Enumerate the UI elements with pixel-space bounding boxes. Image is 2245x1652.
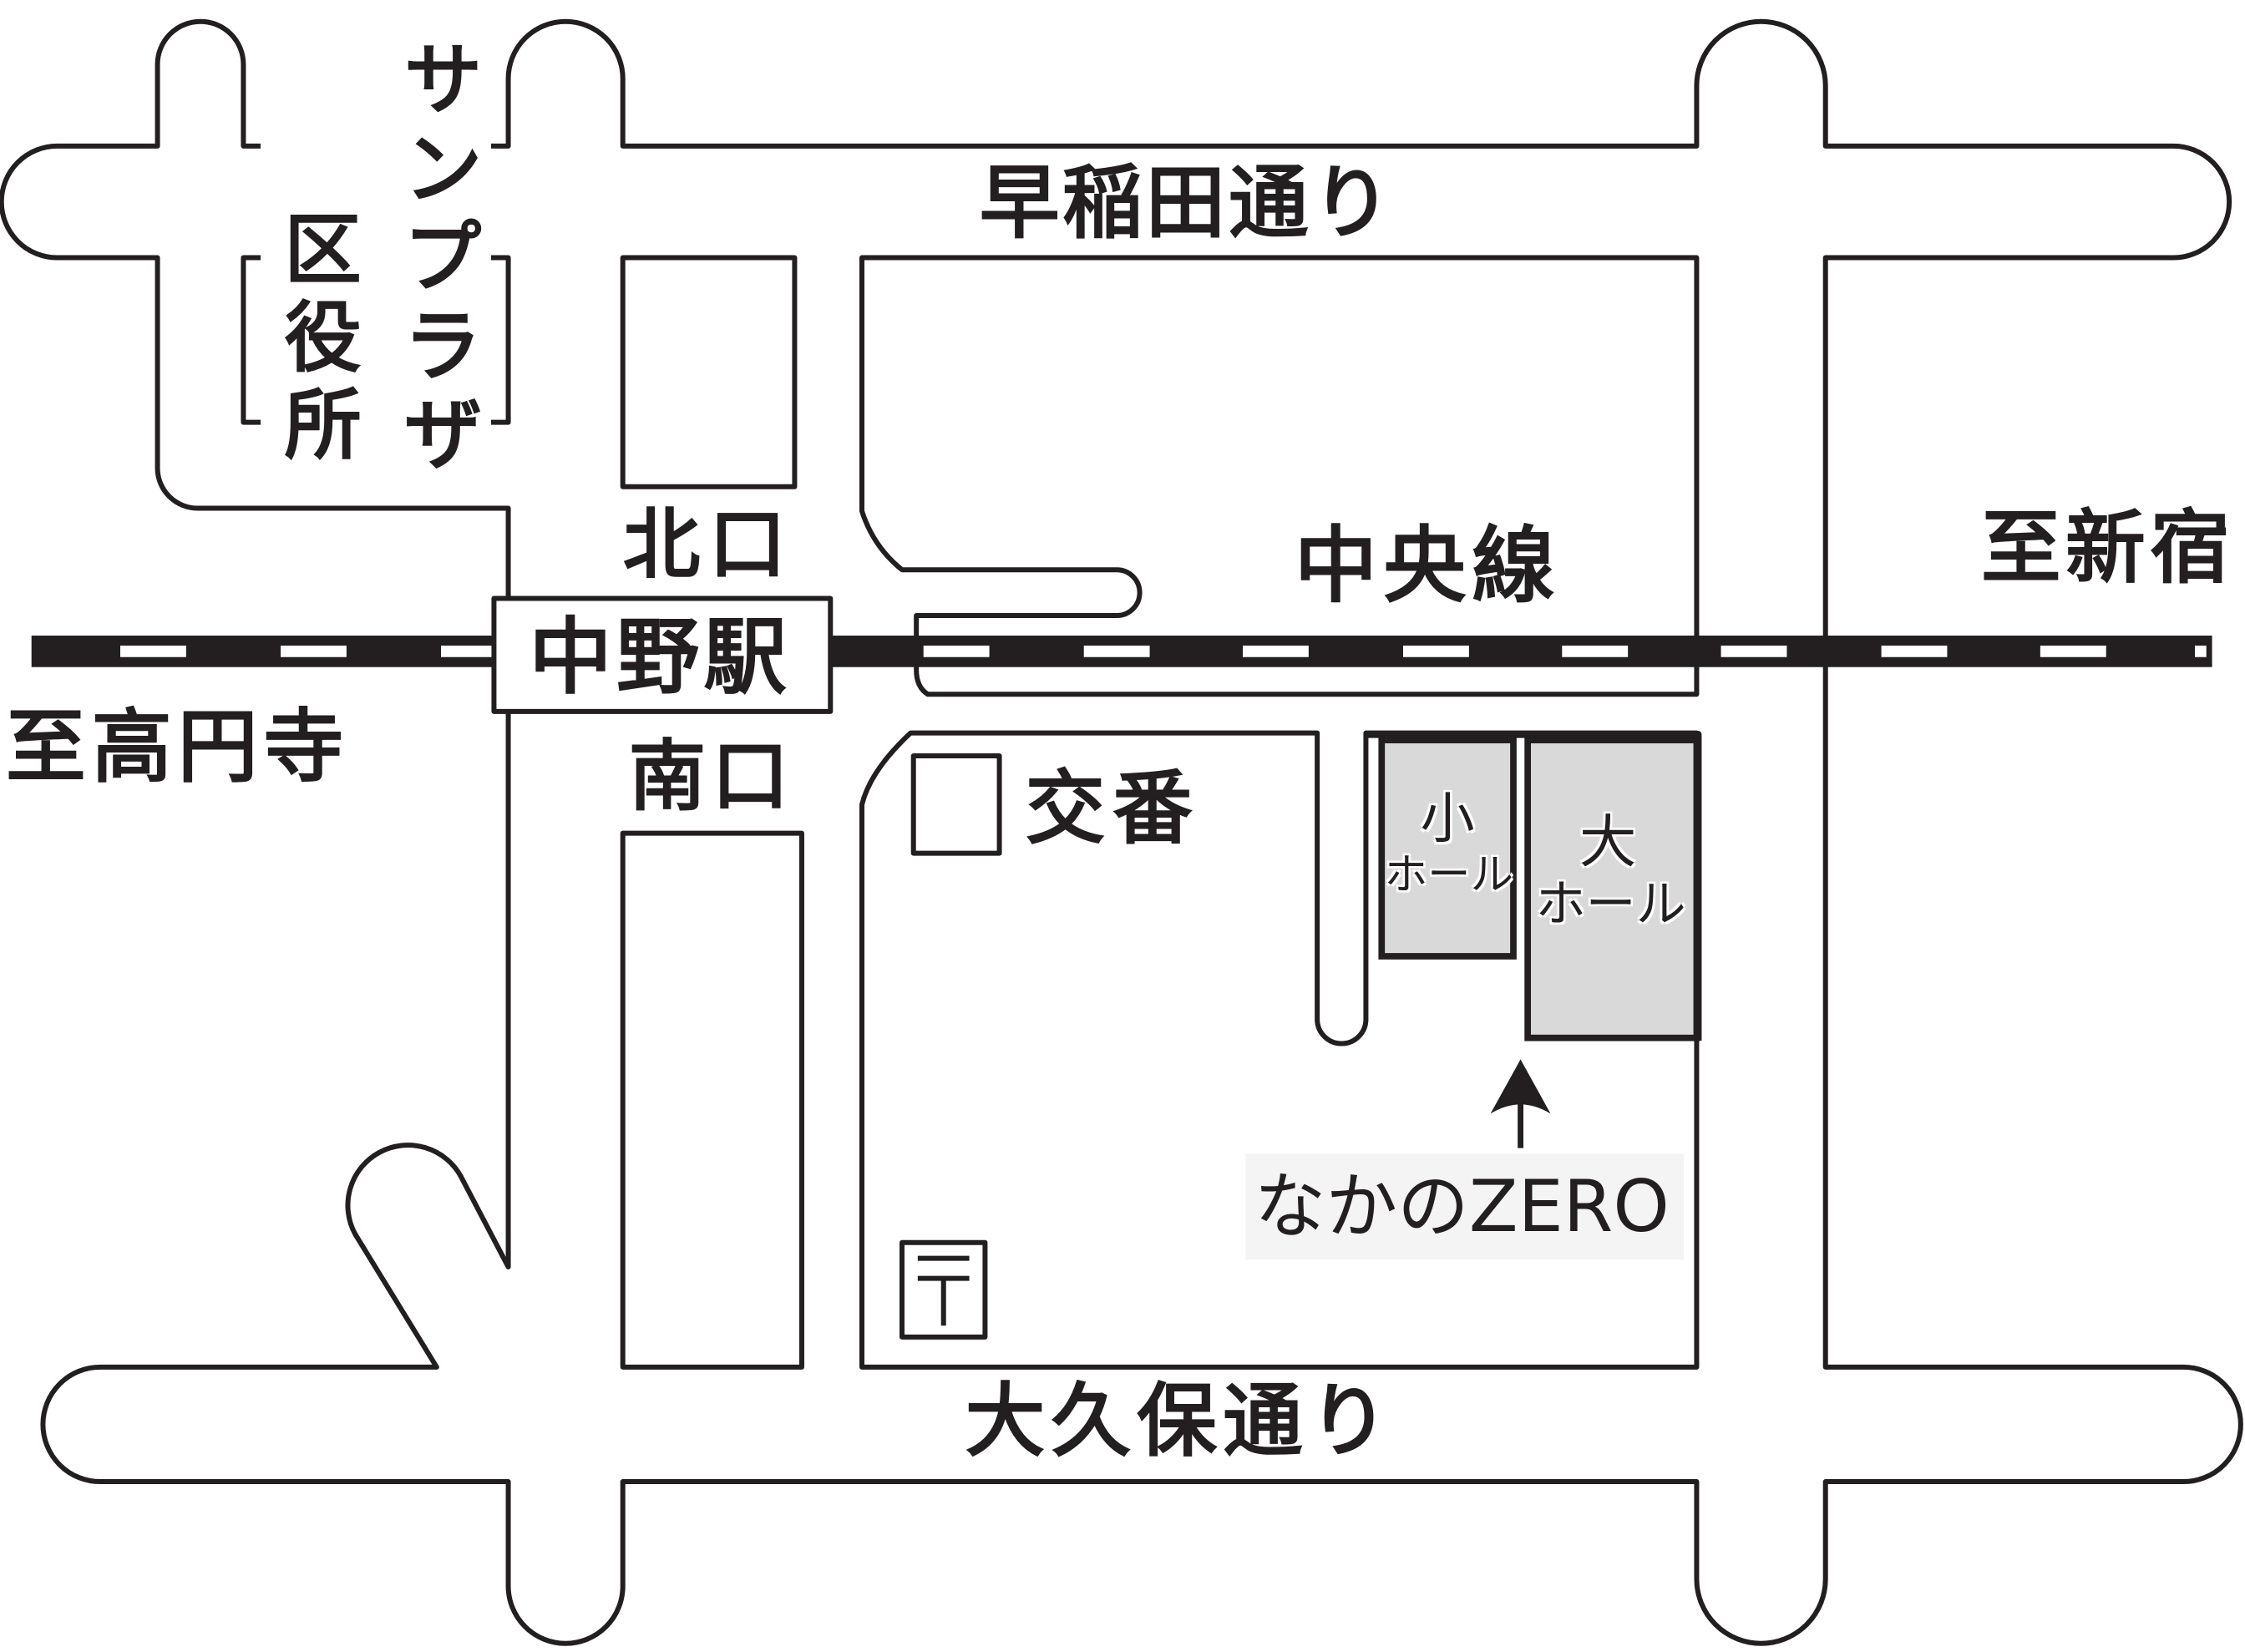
railway-track-dash [120, 646, 186, 657]
arrow-head [1490, 1059, 1551, 1114]
railway-track-dash [1881, 646, 1948, 657]
south-road-label: 大久保通り [965, 1376, 1395, 1469]
railway-track-dash [441, 646, 507, 657]
railway-track-dash [1243, 646, 1309, 657]
to-shinjuku-label: 至新宿 [1980, 502, 2235, 596]
road-edge-northwest [0, 18, 511, 599]
sunplaza-label: サンプラザ [389, 37, 483, 481]
large-hall-word-label: ホール [1535, 876, 1686, 935]
large-hall-building [1524, 737, 1700, 1041]
chuo-line-railway [31, 636, 2212, 667]
block-north-exit-west [620, 255, 798, 489]
koban-box [910, 753, 1002, 856]
railway-track-dash [2040, 646, 2106, 657]
small-hall-char-label: 小 [1420, 787, 1475, 851]
railway-line-label: 中央線 [1294, 516, 1561, 615]
railway-track-dash [1403, 646, 1469, 657]
arrow-up-icon [1490, 1059, 1551, 1148]
nakano-station-box [491, 595, 834, 714]
post-office-icon [900, 1239, 988, 1340]
large-hall-char-label: 大 [1579, 810, 1637, 876]
railway-track-dash [281, 646, 347, 657]
road-edge-outer [40, 18, 2243, 1646]
railway-track-dash [923, 646, 990, 657]
to-koenji-label: 至高円寺 [5, 701, 350, 795]
north-exit-label: 北口 [622, 499, 795, 590]
ward-office-label: 区役所 [271, 209, 362, 471]
south-exit-label: 南口 [628, 731, 795, 822]
railway-track-dash [1562, 646, 1629, 657]
railway-track-dash [1720, 646, 1787, 657]
block-south-exit-west [620, 830, 805, 1370]
block-north-railside [859, 255, 1700, 697]
small-hall-building [1378, 737, 1517, 960]
road-edge-bracket-ward-office [241, 255, 261, 425]
venue-label: なかのZERO [1254, 1165, 1670, 1249]
road-edge-bracket-sunplaza [491, 255, 511, 425]
north-road-label: 早稲田通り [979, 157, 1395, 251]
small-hall-word-label: ホール [1384, 850, 1514, 901]
railway-track-dash [2195, 646, 2207, 657]
railway-track-dash [1083, 646, 1150, 657]
venue-label-background [1245, 1153, 1685, 1260]
koban-label: 交番 [1025, 763, 1200, 856]
station-name-label: 中野駅 [529, 608, 792, 707]
hall-complex-outline [1367, 731, 1702, 1041]
